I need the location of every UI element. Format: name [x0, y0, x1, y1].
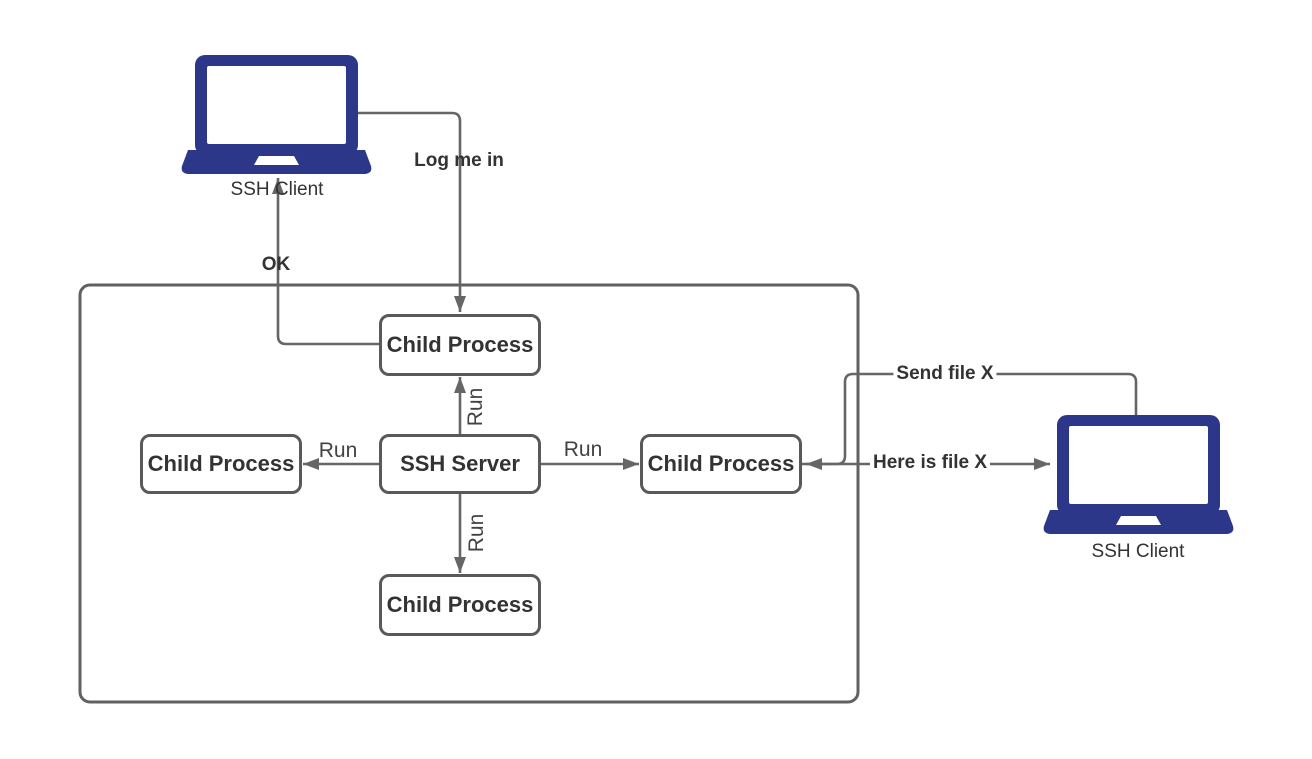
node-child-process-top: Child Process — [379, 314, 541, 376]
edge-label-run-down: Run — [465, 513, 488, 553]
edge-label-run-right: Run — [563, 438, 603, 461]
edge-label-run-left: Run — [318, 439, 358, 462]
ssh-client-right-label: SSH Client — [1091, 541, 1185, 562]
node-child-process-right: Child Process — [640, 434, 802, 494]
edge-log-me-in — [358, 111, 466, 312]
edge-label-send-file: Send file X — [893, 363, 997, 385]
ssh-client-left-label: SSH Client — [230, 179, 324, 200]
node-child-process-left: Child Process — [140, 434, 302, 494]
edge-label-ok: OK — [261, 254, 291, 275]
edge-send-file — [806, 372, 1138, 470]
node-ssh-server: SSH Server — [379, 434, 541, 494]
laptop-icon — [1043, 415, 1234, 534]
node-child-process-bottom: Child Process — [379, 574, 541, 636]
laptop-icon — [181, 55, 372, 174]
edge-label-run-up: Run — [464, 387, 487, 427]
edge-ok — [272, 178, 380, 346]
edge-label-log-me-in: Log me in — [414, 150, 504, 171]
edge-label-here-is-file: Here is file X — [869, 452, 991, 474]
